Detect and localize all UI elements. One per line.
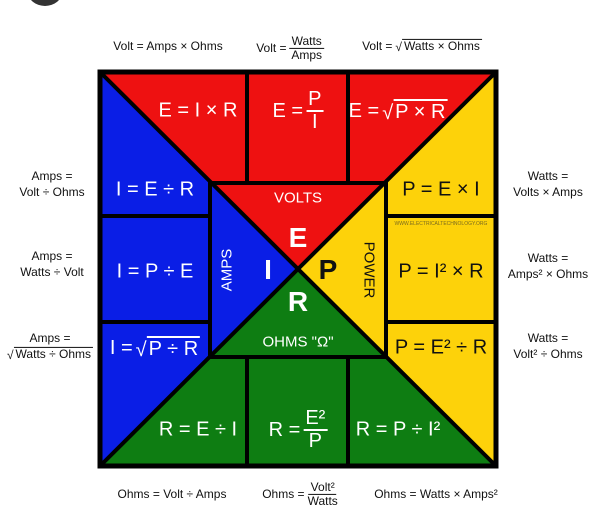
formula-text: I = E ÷ R bbox=[115, 178, 195, 201]
sqrt-icon: √ bbox=[382, 102, 394, 124]
formula-text: P = E² ÷ R bbox=[394, 336, 488, 359]
numerator: E² bbox=[303, 407, 328, 431]
letter-text: R bbox=[287, 286, 309, 317]
formula-lhs: R = bbox=[268, 418, 301, 441]
ohms-cell-3: R = P ÷ I² bbox=[356, 419, 441, 442]
denominator: I bbox=[312, 111, 318, 133]
label-text: OHMS "Ω" bbox=[262, 333, 334, 351]
formula-lhs: Ohms = bbox=[262, 487, 305, 501]
formula-lhs: Volt = bbox=[362, 39, 393, 53]
label-text: VOLTS bbox=[273, 189, 323, 207]
power-region bbox=[298, 72, 496, 466]
letter-i: I bbox=[264, 254, 272, 286]
formula-line: Watts = bbox=[527, 331, 569, 345]
volt-formula-3: Volt =√Watts × Ohms bbox=[362, 38, 482, 55]
label-text: POWER bbox=[360, 241, 378, 299]
denominator: Amps bbox=[291, 47, 323, 62]
watermark: WWW.ELECTRICALTECHNOLOGY.ORG bbox=[395, 221, 488, 227]
radicand: P × R bbox=[393, 99, 448, 123]
watts-formula-1: Watts = Volts × Amps bbox=[513, 169, 583, 199]
watts-formula-2: Watts = Amps² × Ohms bbox=[508, 251, 588, 281]
letter-text: E bbox=[288, 222, 308, 253]
radicand: P ÷ R bbox=[146, 336, 201, 360]
formula-text: I = P ÷ E bbox=[116, 260, 194, 283]
formula-line: Amps = bbox=[31, 249, 73, 263]
numerator: Volt² bbox=[308, 479, 337, 495]
letter-text: P bbox=[318, 254, 338, 285]
formula-line: Amps² × Ohms bbox=[507, 267, 589, 281]
ohms-formula-1: Ohms = Volt ÷ Amps bbox=[118, 487, 227, 501]
amps-region bbox=[100, 72, 298, 466]
letter-text: I bbox=[264, 254, 272, 285]
power-cell-3: P = E² ÷ R bbox=[395, 337, 487, 360]
radicand: Watts ÷ Ohms bbox=[13, 346, 94, 361]
radicand: Watts × Ohms bbox=[402, 38, 482, 53]
formula-text: Ohms = Volt ÷ Amps bbox=[117, 487, 227, 501]
power-cell-1: P = E × I bbox=[402, 179, 479, 202]
formula-line: Watts = bbox=[527, 169, 569, 183]
amps-label: AMPS bbox=[219, 249, 236, 292]
numerator: Watts bbox=[289, 33, 324, 49]
formula-line: Amps = bbox=[29, 330, 71, 345]
formula-line: Volt ÷ Ohms bbox=[19, 185, 85, 199]
volts-label: VOLTS bbox=[274, 190, 322, 207]
formula-lhs: E = bbox=[272, 99, 304, 122]
partial-avatar-icon bbox=[28, 0, 62, 6]
power-label: POWER bbox=[361, 242, 378, 299]
ohms-region bbox=[100, 270, 496, 466]
formula-lhs: E = bbox=[348, 99, 380, 122]
denominator: P bbox=[308, 430, 323, 452]
amps-cell-3: I =√P ÷ R bbox=[109, 336, 201, 361]
formula-line: Amps = bbox=[31, 169, 73, 183]
ohms-label: OHMS "Ω" bbox=[262, 334, 333, 351]
watermark-text: WWW.ELECTRICALTECHNOLOGY.ORG bbox=[394, 221, 488, 227]
formula-line: Watts = bbox=[527, 251, 569, 265]
denominator: Watts bbox=[307, 493, 338, 508]
formula-lhs: I = bbox=[109, 336, 133, 359]
formula-line: Watts ÷ Volt bbox=[20, 265, 84, 279]
volts-cell-1: E = I × R bbox=[159, 100, 238, 123]
ohms-formula-3: Ohms = Watts × Amps² bbox=[374, 487, 498, 501]
label-text: AMPS bbox=[218, 248, 236, 292]
amps-cell-2: I = P ÷ E bbox=[117, 261, 194, 284]
formula-text: R = E ÷ I bbox=[158, 418, 238, 441]
sqrt-icon: √ bbox=[6, 348, 14, 363]
power-cell-2: P = I² × R bbox=[398, 261, 483, 284]
formula-line: Volt² ÷ Ohms bbox=[513, 347, 583, 361]
volt-formula-1: Volt = Amps × Ohms bbox=[113, 39, 222, 53]
grid-lines bbox=[97, 69, 499, 469]
amps-formula-2: Amps = Watts ÷ Volt bbox=[20, 249, 84, 279]
letter-p: P bbox=[319, 254, 338, 286]
volts-region bbox=[100, 72, 496, 270]
numerator: P bbox=[306, 88, 324, 112]
amps-cell-1: I = E ÷ R bbox=[116, 179, 194, 202]
formula-text: Ohms = Watts × Amps² bbox=[374, 487, 498, 501]
ohms-cell-1: R = E ÷ I bbox=[159, 419, 237, 442]
formula-text: Volt = Amps × Ohms bbox=[113, 39, 223, 53]
formula-text: P = E × I bbox=[402, 178, 480, 201]
volts-cell-3: E =√P × R bbox=[349, 99, 448, 123]
formula-text: R = P ÷ I² bbox=[355, 418, 441, 441]
letter-e: E bbox=[289, 222, 308, 254]
formula-line: Volts × Amps bbox=[513, 185, 583, 199]
sqrt-icon: √ bbox=[395, 40, 403, 55]
amps-formula-1: Amps = Volt ÷ Ohms bbox=[19, 169, 84, 199]
letter-r: R bbox=[288, 286, 308, 318]
watts-formula-3: Watts = Volt² ÷ Ohms bbox=[513, 331, 582, 361]
formula-lhs: Volt = bbox=[256, 41, 287, 55]
formula-text: P = I² × R bbox=[398, 260, 484, 283]
formula-text: E = I × R bbox=[158, 99, 238, 122]
sqrt-icon: √ bbox=[135, 339, 147, 361]
amps-formula-3: Amps = √Watts ÷ Ohms bbox=[6, 330, 94, 363]
